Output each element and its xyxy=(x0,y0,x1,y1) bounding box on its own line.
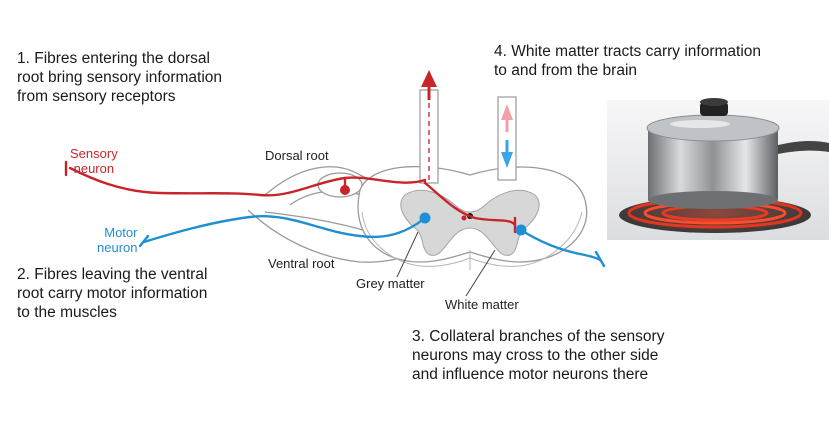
label-ventral-root: Ventral root xyxy=(268,256,335,271)
motor-cell-body-right xyxy=(515,224,527,236)
note-ventral-root: 2. Fibres leaving the ventral root carry… xyxy=(17,266,208,321)
label-white-matter: White matter xyxy=(445,297,519,312)
label-sensory-neuron: Sensory neuron xyxy=(70,146,118,176)
label-motor-neuron: Motor neuron xyxy=(97,225,138,255)
leader-lines xyxy=(396,231,496,297)
arrow-down-blue-icon xyxy=(501,152,513,168)
saucepan-photo xyxy=(607,98,829,240)
tract-bidirectional xyxy=(497,96,517,181)
note-collateral-branches: 3. Collateral branches of the sensory ne… xyxy=(412,328,665,383)
grey-matter-shape xyxy=(400,189,540,256)
arrow-up-icon xyxy=(421,70,437,87)
note-dorsal-root: 1. Fibres entering the dorsal root bring… xyxy=(17,50,223,105)
sensory-branch-point xyxy=(461,215,467,221)
note-white-matter-tracts: 4. White matter tracts carry information… xyxy=(494,43,762,79)
motor-cell-body-left xyxy=(419,212,431,224)
sensory-cell-body xyxy=(340,185,350,195)
motor-neuron-path xyxy=(138,215,606,268)
arrow-up-pink-icon xyxy=(501,104,513,120)
tract-ascending xyxy=(419,70,439,184)
label-dorsal-root: Dorsal root xyxy=(265,148,329,163)
label-grey-matter: Grey matter xyxy=(356,276,425,291)
